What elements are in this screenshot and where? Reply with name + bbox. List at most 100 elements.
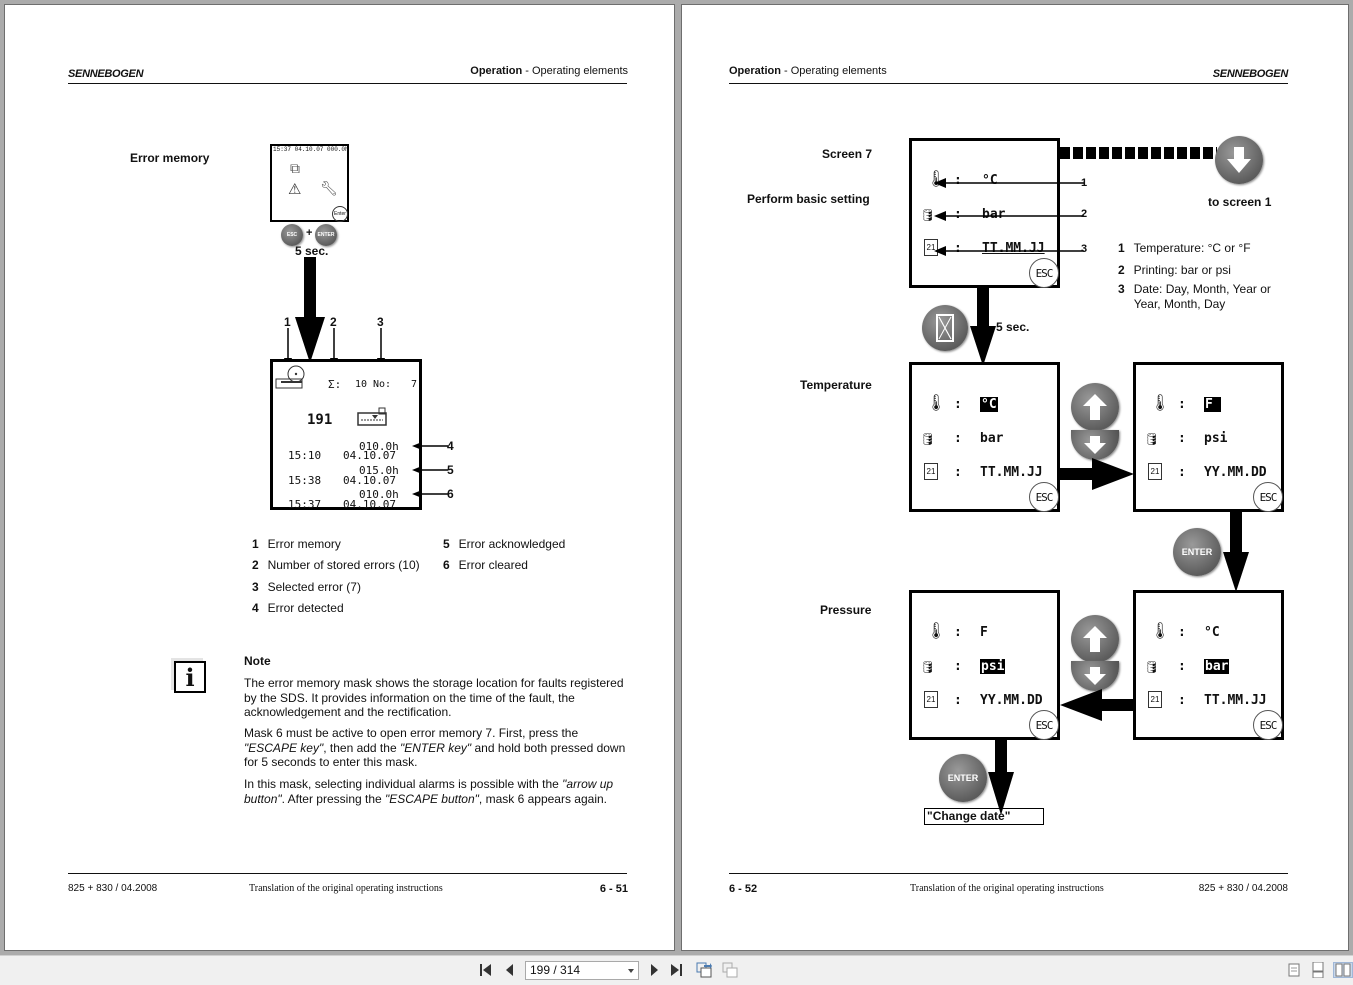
previous-page-button[interactable] [502,962,518,978]
legend-item: 2 Number of stored errors (10) [252,556,420,574]
footer-rule [729,873,1288,874]
legend-number: 3 [252,580,259,594]
colon: : [1178,625,1186,640]
facing-pages-icon [1335,963,1351,977]
down-arrow [970,288,996,366]
date-format: TT.MM.JJ [1204,693,1267,708]
temp-unit: F [980,625,988,640]
note-paragraph-2: Mask 6 must be active to open error memo… [244,726,630,770]
colon: : [954,465,962,480]
temp-unit-selected: °C [980,397,998,412]
temp-unit-selected: F [1204,397,1221,412]
warning-icon: ⚠ [288,181,302,198]
legend-number: 5 [443,537,450,551]
enter-button[interactable]: ENTER [1173,528,1221,576]
error-row-3-date: 04.10.07 [343,498,396,511]
footer-rule [68,873,627,874]
arrow-down-button[interactable] [1215,136,1263,184]
chevron-down-icon [628,969,634,973]
error-overview-screen: 15:37 04.10.07 000.0h ⧉ ⚠ 🔧︎ Enter [270,144,349,222]
thermometer-icon: 🌡︎ [1150,395,1171,412]
callout-1: 1 [284,315,291,329]
colon: : [1178,659,1186,674]
temperature-screen-celsius: 🌡︎ : °C 🛢︎ : bar 21 : TT.MM.JJ ESC [909,362,1060,512]
header-section: Operation [729,65,781,77]
legend-number: 1 [1118,241,1125,255]
right-arrow [1060,458,1134,490]
go-forward-view-button[interactable] [722,962,738,978]
error-row-3-time: 15:37 [288,498,322,511]
error-row-2-hours: 015.0h [359,464,399,477]
first-page-icon [480,964,491,976]
esc-button[interactable]: ESC [281,224,303,246]
arrow-up-button[interactable] [1071,383,1119,431]
thermometer-icon: 🌡︎ [926,623,947,640]
oil-can-icon: 🛢︎ [920,208,936,222]
timer-button[interactable] [922,305,968,351]
date-format: YY.MM.DD [980,693,1043,708]
last-page-icon [671,964,682,976]
selected-error: 7 [411,379,418,390]
legend-number: 4 [252,601,259,615]
arrow-up-icon [1083,626,1107,652]
text-run: and hold both pressed down for 5 seconds… [244,740,626,770]
page-number-select[interactable]: 199 / 314 [525,961,639,980]
text-run: , then add the [323,740,400,755]
arrow-down-button[interactable] [1071,661,1119,691]
esc-icon: ESC [1029,710,1059,740]
note-paragraph-3: In this mask, selecting individual alarm… [244,777,630,806]
legend-number: 3 [1118,282,1125,296]
sigma-label: Σ: [328,378,342,391]
text-run: Mask 6 must be active to open error memo… [244,726,579,740]
single-page-view-button[interactable] [1286,962,1302,978]
error-row-3-hours: 010.0h [359,488,399,501]
callout-6: 6 [447,487,454,501]
callout-3: 3 [1081,243,1088,255]
arrow-down-button[interactable] [1071,430,1119,460]
thermometer-icon: 🌡︎ [926,395,947,412]
text-run-italic: "ESCAPE button" [385,791,479,806]
header-separator: - [522,65,532,77]
legend-item: 1 Temperature: °C or °F [1118,239,1251,257]
section-title: Error memory [130,151,210,165]
enter-button[interactable]: ENTER [315,224,337,246]
sennebogen-logo: SENNEBOGEN [1212,68,1289,80]
previous-view-icon [696,962,712,978]
esc-icon: ESC [1029,258,1059,288]
legend-number: 2 [252,558,259,572]
colon: : [1178,397,1186,412]
callout-2: 2 [330,315,337,329]
next-page-button[interactable] [646,962,662,978]
down-arrow [988,740,1014,815]
down-arrow [1223,512,1249,592]
header-rule [729,83,1288,84]
callout-2: 2 [1081,208,1088,220]
text-run-italic: "arrow up button" [244,777,614,806]
calendar-icon: 21 [1148,463,1162,480]
last-page-button[interactable] [668,962,684,978]
text-run-italic: "ENTER key" [399,740,472,755]
pressure-label: Pressure [820,603,872,617]
page-header: Operation - Operating elements [470,65,628,77]
hourglass-icon [936,314,954,342]
thermometer-icon: 🌡︎ [1150,623,1171,640]
continuous-view-button[interactable] [1310,962,1326,978]
temperature-screen-fahrenheit: 🌡︎ : F 🛢︎ : psi 21 : YY.MM.DD ESC [1133,362,1284,512]
legend-text: Error cleared [458,558,528,572]
first-page-button[interactable] [478,962,494,978]
date-format: TT.MM.JJ [980,465,1043,480]
date-format: TT.MM.JJ [982,241,1045,256]
enter-button[interactable]: ENTER [939,754,987,802]
date-format: YY.MM.DD [1204,465,1267,480]
error-memory-screen: Σ: 10 No: 7 191 010.0h 15:10 04.10.07 01… [270,359,422,511]
calendar-icon: 21 [924,691,938,708]
text-run-italic: "ESCAPE key" [244,740,324,755]
go-back-view-button[interactable] [696,962,712,978]
facing-pages-view-button[interactable] [1333,962,1353,978]
oil-can-icon: 🛢︎ [1144,432,1160,446]
arrow-up-icon [1083,394,1107,420]
header-subsection: Operating elements [532,65,628,77]
arrow-up-button[interactable] [1071,615,1119,663]
to-screen-label: to screen 1 [1208,195,1272,209]
colon: : [954,625,962,640]
